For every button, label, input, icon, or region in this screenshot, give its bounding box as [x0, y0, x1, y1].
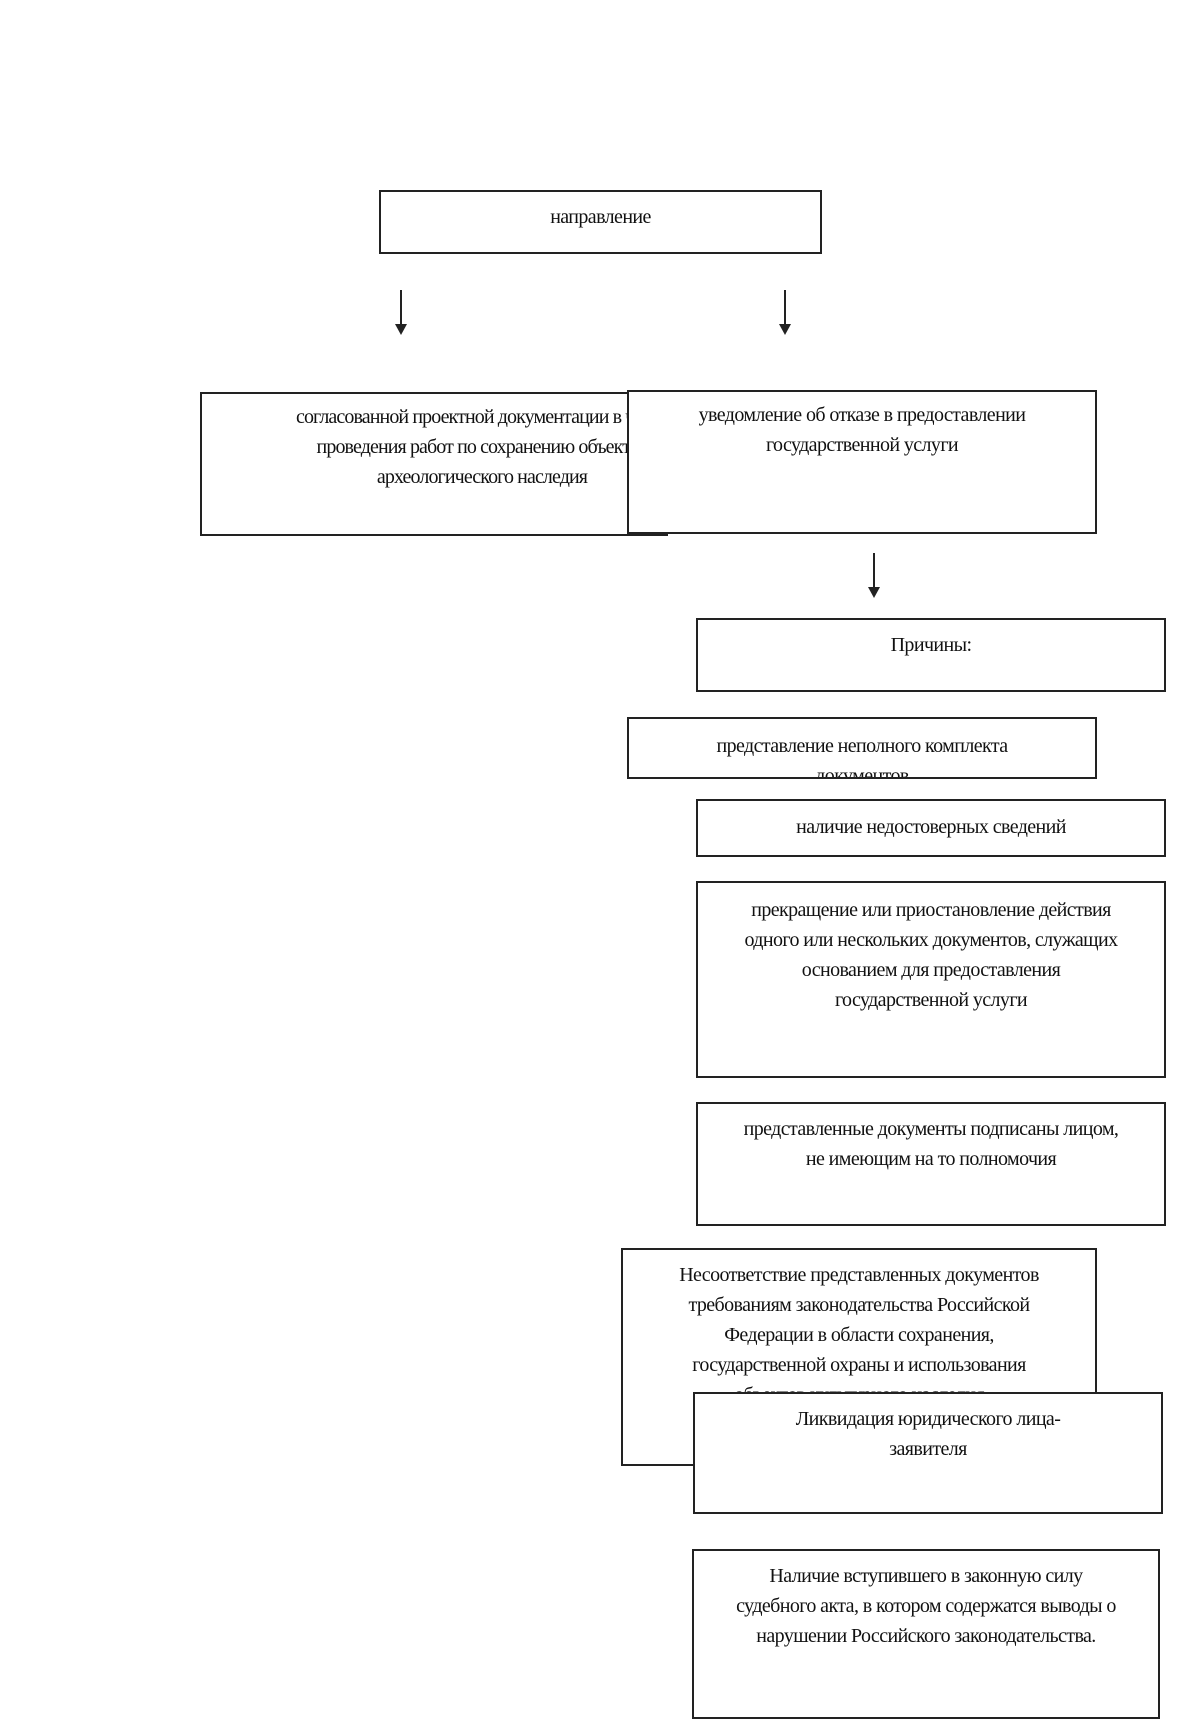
reasons-title: Причины: [890, 634, 972, 656]
reasons-title-box: Причины: [696, 618, 1166, 692]
arrow-to-reasons [869, 553, 879, 598]
reason-court-act-box: Наличие вступившего в законную силу суде… [692, 1549, 1160, 1719]
reason-court-act-text: Наличие вступившего в законную силу суде… [736, 1565, 1116, 1647]
reason-incomplete-documents-box: представление неполного комплекта докуме… [627, 717, 1097, 779]
reason-termination-box: прекращение или приостановление действия… [696, 881, 1166, 1078]
direction-label: направление [550, 206, 651, 228]
reason-unauthorized-signer-box: представленные документы подписаны лицом… [696, 1102, 1166, 1226]
reason-liquidation-box: Ликвидация юридического лица- заявителя [693, 1392, 1163, 1514]
reason-false-information-box: наличие недостоверных сведений [696, 799, 1166, 857]
reason-liquidation-text: Ликвидация юридического лица- заявителя [795, 1408, 1061, 1460]
reason-termination-text: прекращение или приостановление действия… [744, 899, 1118, 1011]
direction-box: направление [379, 190, 822, 254]
reason-incomplete-documents-text: представление неполного комплекта докуме… [716, 735, 1008, 779]
arrow-to-left-branch [396, 290, 406, 335]
reason-false-information-text: наличие недостоверных сведений [796, 816, 1066, 838]
refusal-notice-text: уведомление об отказе в предоставлении г… [698, 404, 1026, 456]
reason-legislation-mismatch-text: Несоответствие представленных документов… [679, 1264, 1039, 1406]
approved-documentation-text: согласованной проектной документации в ч… [295, 406, 666, 488]
arrow-to-right-branch [780, 290, 790, 335]
refusal-notice-box: уведомление об отказе в предоставлении г… [627, 390, 1097, 534]
reason-unauthorized-signer-text: представленные документы подписаны лицом… [743, 1118, 1119, 1170]
approved-documentation-box: согласованной проектной документации в ч… [200, 392, 668, 536]
